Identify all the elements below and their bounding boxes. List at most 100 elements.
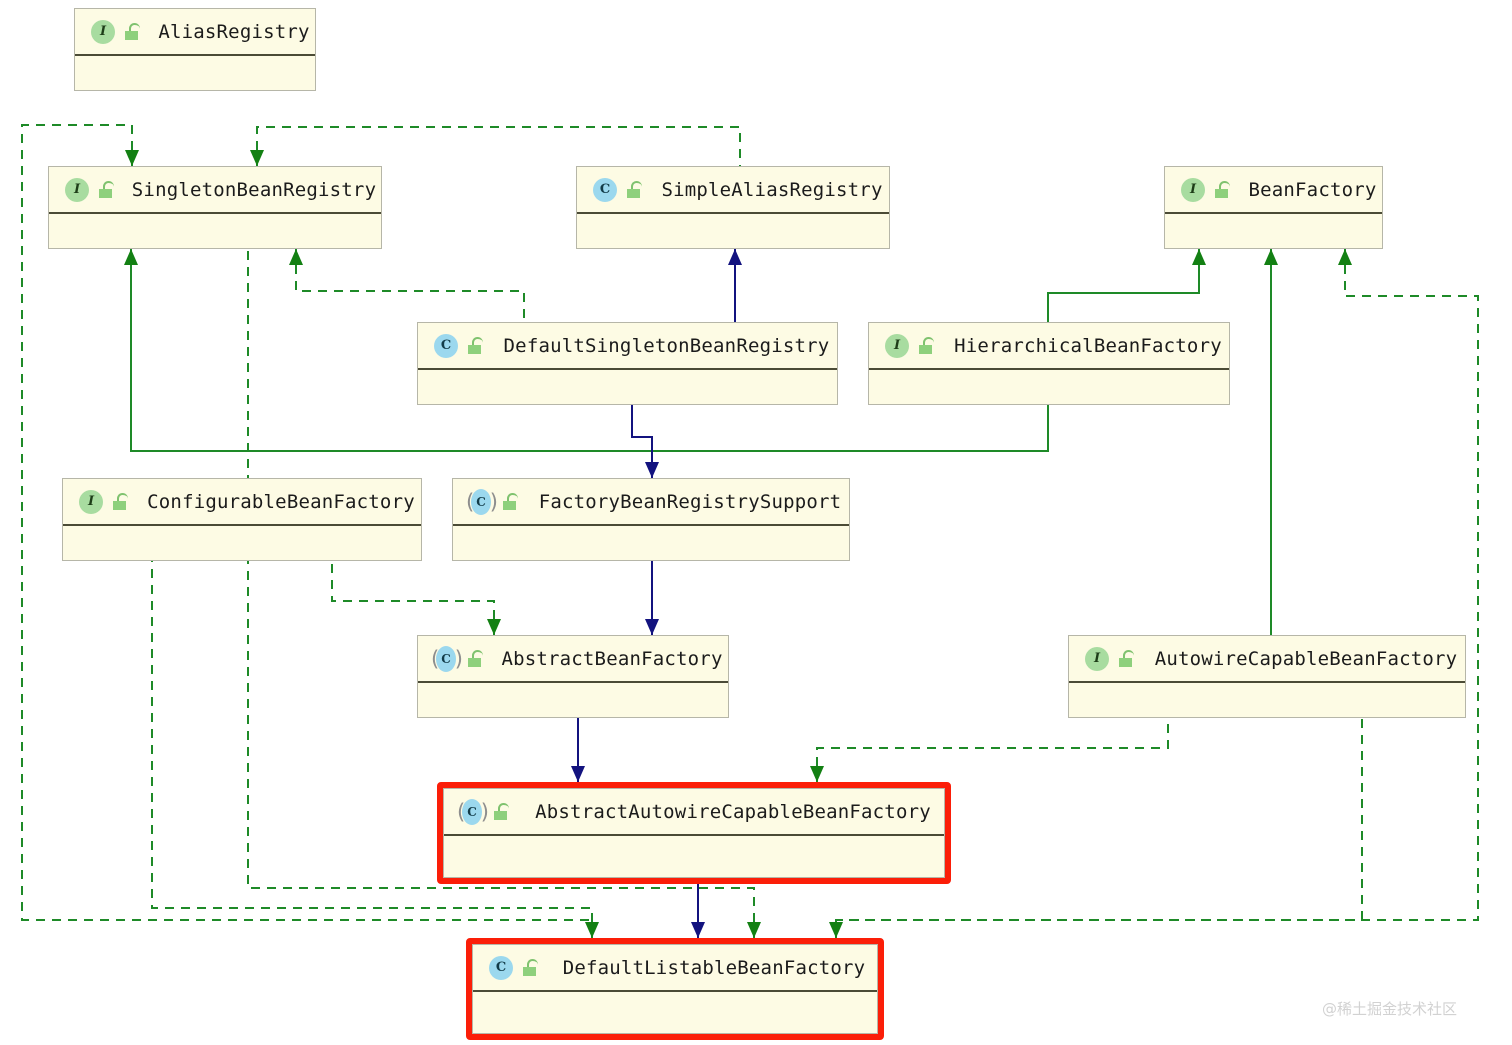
unlock-icon: [1119, 649, 1137, 668]
unlock-icon: [627, 180, 645, 199]
abstract-paren-left: (: [431, 646, 440, 671]
lock-body: [113, 500, 126, 510]
lock-shackle: [103, 180, 114, 192]
lock-shackle: [923, 336, 934, 348]
node-members-compartment: [418, 685, 728, 717]
edge-arrowhead: [645, 462, 659, 478]
class-node-BeanFactory[interactable]: I BeanFactory: [1164, 166, 1383, 249]
unlock-icon: [468, 336, 486, 355]
class-name-label: HierarchicalBeanFactory: [954, 334, 1222, 357]
edge-arrowhead: [585, 922, 599, 938]
lock-shackle: [117, 492, 128, 504]
class-node-AutowireCapableBeanFactory[interactable]: I AutowireCapableBeanFactory: [1068, 635, 1466, 718]
node-inner: I BeanFactory: [1165, 167, 1382, 248]
node-members-compartment: [869, 372, 1229, 404]
lock-shackle: [129, 22, 140, 34]
badge-letter: C: [471, 488, 491, 515]
node-members-compartment: [49, 216, 381, 248]
class-name-label: SimpleAliasRegistry: [661, 178, 883, 201]
node-members-compartment: [1069, 685, 1465, 717]
class-name-label: DefaultSingletonBeanRegistry: [503, 334, 830, 357]
unlock-icon: [113, 492, 131, 511]
lock-body: [468, 344, 481, 354]
node-members-compartment: [444, 838, 944, 877]
lock-body: [468, 657, 481, 667]
node-inner: I ConfigurableBeanFactory: [63, 479, 421, 560]
class-name-label: SingletonBeanRegistry: [131, 178, 377, 201]
node-inner: I AutowireCapableBeanFactory: [1069, 636, 1465, 717]
edge-AutowireCapableBeanFactory-to-BeanFactory: [836, 249, 1479, 921]
edge-arrowhead: [645, 619, 659, 635]
class-badge-icon: ()C: [465, 488, 499, 515]
class-name-label: AutowireCapableBeanFactory: [1154, 647, 1458, 670]
lock-body: [503, 500, 516, 510]
lock-shackle: [498, 802, 509, 814]
unlock-icon: [125, 22, 143, 41]
edge-DefaultSingletonBeanRegistry-to-SingletonBeanRegistry: [295, 249, 525, 322]
edge-DefaultListableBeanFactory-to-SingletonBeanRegistry: [247, 249, 755, 938]
node-members-compartment: [577, 216, 889, 248]
edge-FactoryBeanRegistrySupport-to-DefaultSingletonBeanRegistry: [631, 405, 653, 478]
watermark: @稀土掘金技术社区: [1322, 1000, 1458, 1018]
edge-HierarchicalBeanFactory-to-BeanFactory: [1047, 249, 1200, 322]
class-node-ConfigurableBeanFactory[interactable]: I ConfigurableBeanFactory: [62, 478, 422, 561]
lock-shackle: [472, 336, 483, 348]
node-members-compartment: [63, 528, 421, 560]
lock-shackle: [472, 649, 483, 661]
class-node-SingletonBeanRegistry[interactable]: I SingletonBeanRegistry: [48, 166, 382, 249]
class-node-DefaultSingletonBeanRegistry[interactable]: C DefaultSingletonBeanRegistry: [417, 322, 838, 405]
unlock-icon: [503, 492, 521, 511]
lock-body: [523, 966, 536, 976]
node-title: I SingletonBeanRegistry: [49, 167, 381, 214]
edge-ConfigurableBeanFactory-to-SingletonBeanRegistry: [130, 249, 1049, 452]
interface-badge-icon: I: [1177, 177, 1211, 202]
class-name-label: AbstractAutowireCapableBeanFactory: [535, 800, 931, 823]
lock-body: [494, 810, 507, 820]
edge-arrowhead: [124, 249, 138, 265]
class-badge-icon: C: [485, 955, 519, 980]
node-inner: C DefaultListableBeanFactory: [472, 944, 878, 1034]
edge-SimpleAliasRegistry-to-AliasRegistry: [256, 126, 741, 166]
badge-letter: I: [1181, 177, 1205, 202]
edge-arrowhead: [1192, 249, 1206, 265]
lock-shackle: [507, 492, 518, 504]
badge-letter: C: [434, 333, 458, 358]
lock-body: [99, 188, 112, 198]
edge-arrowhead: [810, 766, 824, 782]
interface-badge-icon: I: [75, 489, 109, 514]
abstract-paren-left: (: [466, 489, 475, 514]
node-members-compartment: [473, 994, 877, 1033]
unlock-icon: [494, 802, 512, 821]
unlock-icon: [99, 180, 117, 199]
interface-badge-icon: I: [61, 177, 95, 202]
lock-body: [919, 344, 932, 354]
edge-arrowhead: [1264, 249, 1278, 265]
edge-arrowhead: [728, 249, 742, 265]
interface-badge-icon: I: [1081, 646, 1115, 671]
class-name-label: ConfigurableBeanFactory: [147, 490, 415, 513]
node-title: C DefaultListableBeanFactory: [473, 945, 877, 992]
class-name-label: DefaultListableBeanFactory: [562, 956, 866, 979]
class-name-label: AliasRegistry: [158, 20, 310, 43]
class-name-label: BeanFactory: [1248, 178, 1377, 201]
unlock-icon: [919, 336, 937, 355]
node-members-compartment: [75, 58, 315, 90]
unlock-icon: [523, 958, 541, 977]
class-node-DefaultListableBeanFactory[interactable]: C DefaultListableBeanFactory: [466, 938, 884, 1040]
class-badge-icon: C: [430, 333, 464, 358]
